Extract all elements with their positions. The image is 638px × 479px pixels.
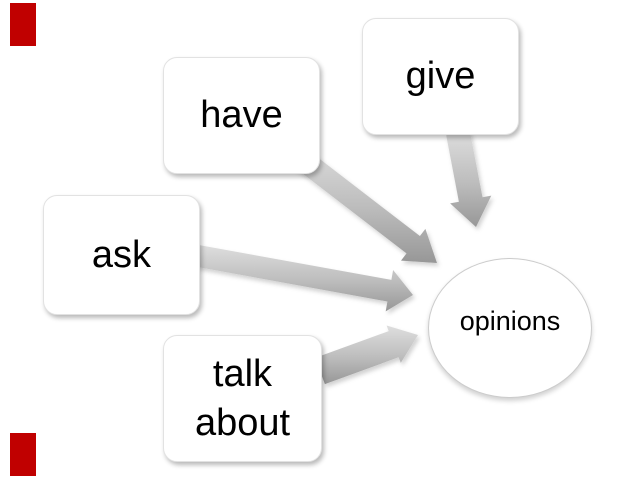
arrow-talk-about-to-opinions (315, 325, 418, 385)
node-talk-about: talk about (163, 335, 322, 462)
node-talk-about-line2: about (194, 401, 291, 444)
node-give-label: give (405, 55, 476, 98)
arrow-give-to-opinions (446, 130, 492, 227)
red-accent-bar-bottom (10, 433, 36, 476)
node-have: have (163, 57, 320, 174)
red-accent-bar-top (10, 3, 36, 46)
node-give: give (362, 18, 519, 135)
node-have-label: have (200, 94, 283, 137)
arrow-ask-to-opinions (196, 245, 413, 312)
node-ask: ask (43, 195, 200, 315)
node-opinions: opinions (428, 258, 592, 398)
node-opinions-label: opinions (459, 305, 561, 336)
arrow-have-to-opinions (283, 141, 437, 263)
node-ask-label: ask (91, 233, 152, 276)
node-talk-about-label: talk about (195, 350, 290, 447)
node-talk-about-line1: talk (212, 352, 273, 395)
